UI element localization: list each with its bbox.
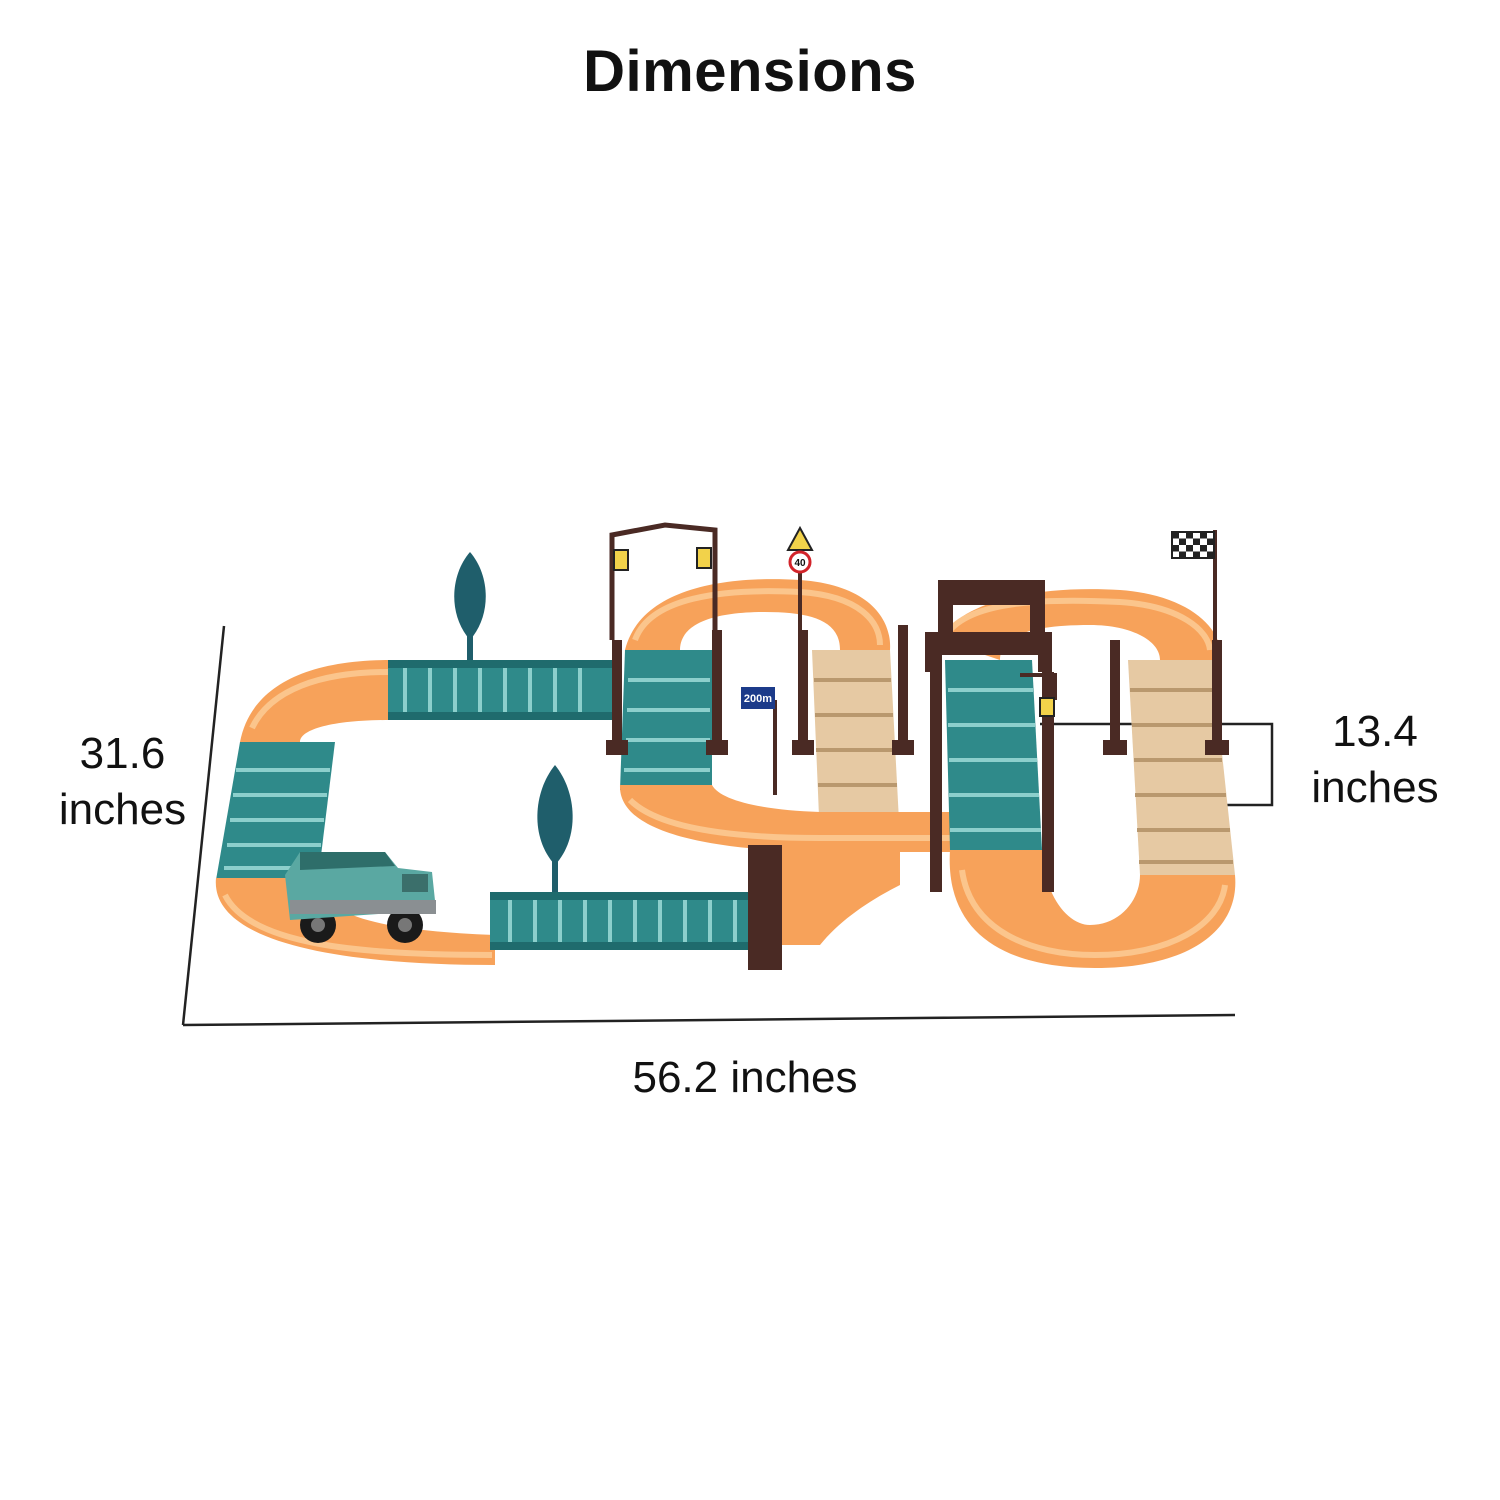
speed-limit-text: 40 [794, 558, 806, 569]
front-left-curve [215, 878, 495, 965]
back-gantry [938, 580, 1045, 640]
right-loop [940, 589, 1236, 968]
checkered-flag-icon [1171, 530, 1217, 645]
depth-unit: inches [58, 785, 187, 834]
distance-sign: 200m [741, 687, 777, 795]
track-supports [606, 580, 1229, 970]
page-title: Dimensions [583, 39, 917, 104]
depth-guide-line [181, 625, 226, 1026]
width-guide-line [182, 1013, 1236, 1027]
depth-value: 31.6 [79, 729, 166, 778]
right-back-ramp [1128, 660, 1235, 875]
right-front-curve [949, 850, 1236, 968]
traffic-light-right [696, 547, 712, 569]
back-left-curve [240, 660, 390, 742]
height-dimension-label: 13.4 inches [1290, 704, 1460, 816]
traffic-light-left [613, 549, 629, 571]
front-gantry [925, 632, 1052, 672]
distance-sign-text: 200m [744, 693, 772, 705]
left-loop [215, 660, 752, 965]
depth-dimension-label: 31.6 inches [40, 726, 205, 838]
toy-car [285, 852, 436, 943]
center-left-ramp [620, 650, 712, 790]
center-lower-curve [752, 850, 900, 945]
front-straight-rail [490, 892, 752, 950]
left-straight-rail [216, 742, 335, 880]
tree-front [537, 765, 573, 892]
right-front-ramp [945, 660, 1042, 850]
width-dimension-label: 56.2 inches [632, 1053, 858, 1102]
speed-limit-icon [788, 550, 812, 574]
height-value: 13.4 [1332, 707, 1418, 756]
back-straight-rail [388, 660, 613, 720]
traffic-light-small [1039, 697, 1055, 717]
traffic-light-gantry [609, 522, 1057, 717]
center-right-ramp [812, 650, 900, 840]
tree-back [454, 552, 486, 660]
height-unit: inches [1311, 763, 1439, 812]
speed-sign: 40 [786, 525, 814, 640]
warning-triangle-icon [786, 525, 814, 551]
